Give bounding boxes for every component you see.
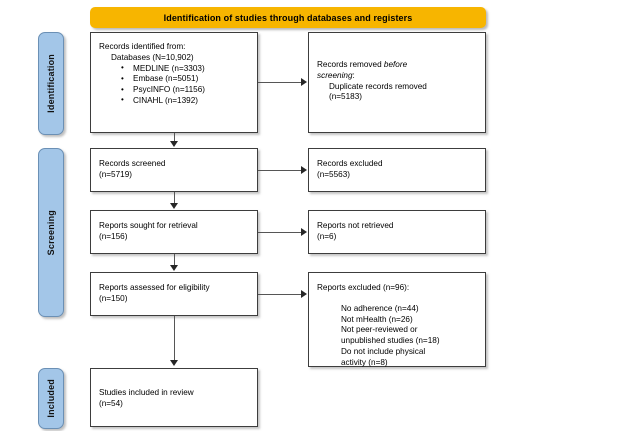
reports-sought-line2: (n=156)	[99, 231, 128, 241]
arrowhead-sought-to-not-retrieved	[301, 228, 307, 236]
connector-assessed-to-reports-excluded	[258, 294, 302, 295]
list-item: Embase (n=5051)	[121, 74, 251, 85]
records-identified-database-list: MEDLINE (n=3303) Embase (n=5051) PsycINF…	[99, 63, 251, 107]
header-banner: Identification of studies through databa…	[90, 7, 486, 28]
box-records-removed: Records removed before screening: Duplic…	[308, 32, 486, 133]
records-excluded-line2: (n=5563)	[317, 169, 351, 179]
reports-assessed-line1: Reports assessed for eligibility	[99, 283, 210, 292]
reports-not-retrieved-line2: (n=6)	[317, 231, 337, 241]
box-reports-excluded-text: Reports excluded (n=96): No adherence (n…	[317, 283, 479, 369]
box-records-screened: Records screened (n=5719)	[90, 148, 258, 192]
records-removed-line1-prefix: Records removed	[317, 60, 384, 69]
reports-excluded-reason: No adherence (n=44)	[341, 303, 419, 313]
records-removed-line2-colon: :	[352, 70, 355, 80]
studies-included-line1: Studies included in review	[99, 388, 194, 397]
list-item: CINAHL (n=1392)	[121, 95, 251, 107]
box-reports-sought-text: Reports sought for retrieval (n=156)	[99, 221, 251, 243]
box-reports-assessed: Reports assessed for eligibility (n=150)	[90, 272, 258, 316]
records-removed-line3: Duplicate records removed	[329, 81, 427, 91]
records-screened-line1: Records screened	[99, 159, 166, 168]
arrowhead-sought-to-assessed	[170, 265, 178, 271]
box-records-removed-text: Records removed before screening: Duplic…	[317, 60, 479, 103]
arrowhead-screened-to-excluded	[301, 166, 307, 174]
records-identified-line1: Records identified from:	[99, 42, 186, 51]
stage-bar-screening: Screening	[38, 148, 64, 317]
connector-identified-to-removed	[258, 82, 302, 83]
records-removed-line2-italic: screening	[317, 70, 353, 80]
records-identified-line2: Databases (N=10,902)	[111, 52, 194, 62]
records-excluded-line1: Records excluded	[317, 159, 383, 168]
box-records-identified: Records identified from: Databases (N=10…	[90, 32, 258, 133]
header-banner-label: Identification of studies through databa…	[163, 12, 413, 23]
studies-included-line2: (n=54)	[99, 398, 123, 408]
box-reports-sought: Reports sought for retrieval (n=156)	[90, 210, 258, 254]
reports-not-retrieved-line1: Reports not retrieved	[317, 221, 394, 230]
box-records-excluded-text: Records excluded (n=5563)	[317, 159, 479, 181]
box-reports-not-retrieved: Reports not retrieved (n=6)	[308, 210, 486, 254]
reports-excluded-spacer	[317, 294, 479, 304]
box-reports-assessed-text: Reports assessed for eligibility (n=150)	[99, 283, 251, 305]
arrowhead-assessed-to-included	[170, 360, 178, 366]
list-item: PsycINFO (n=1156)	[121, 85, 251, 96]
arrowhead-identified-to-removed	[301, 78, 307, 86]
arrowhead-screened-to-sought	[170, 203, 178, 209]
records-screened-line2: (n=5719)	[99, 169, 133, 179]
box-reports-not-retrieved-text: Reports not retrieved (n=6)	[317, 221, 479, 243]
reports-excluded-reason: Not mHealth (n=26)	[341, 314, 413, 324]
reports-sought-line1: Reports sought for retrieval	[99, 221, 198, 230]
box-reports-excluded: Reports excluded (n=96): No adherence (n…	[308, 272, 486, 367]
records-removed-line1-italic: before	[383, 60, 408, 69]
box-records-identified-text: Records identified from: Databases (N=10…	[99, 42, 251, 107]
stage-bar-screening-label: Screening	[46, 209, 56, 256]
box-studies-included-text: Studies included in review (n=54)	[99, 388, 251, 410]
connector-identified-to-screened	[174, 133, 175, 142]
connector-assessed-to-included	[174, 316, 175, 361]
list-item: MEDLINE (n=3303)	[121, 63, 251, 75]
box-studies-included: Studies included in review (n=54)	[90, 368, 258, 427]
reports-assessed-line2: (n=150)	[99, 293, 128, 303]
connector-screened-to-excluded	[258, 170, 302, 171]
box-records-screened-text: Records screened (n=5719)	[99, 159, 251, 181]
reports-excluded-heading: Reports excluded (n=96):	[317, 283, 410, 292]
stage-bar-included-label: Included	[46, 379, 56, 418]
reports-excluded-reason: activity (n=8)	[341, 357, 388, 367]
arrowhead-assessed-to-reports-excluded	[301, 290, 307, 298]
reports-excluded-reason: Do not include physical	[341, 346, 426, 356]
box-records-excluded: Records excluded (n=5563)	[308, 148, 486, 192]
records-removed-line4: (n=5183)	[329, 92, 363, 102]
connector-screened-to-sought	[174, 192, 175, 204]
reports-excluded-reason: unpublished studies (n=18)	[341, 336, 440, 346]
reports-excluded-reason: Not peer-reviewed or	[341, 325, 418, 335]
connector-sought-to-assessed	[174, 254, 175, 266]
stage-bar-identification: Identification	[38, 32, 64, 135]
stage-bar-included: Included	[38, 368, 64, 429]
arrowhead-identified-to-screened	[170, 141, 178, 147]
stage-bar-identification-label: Identification	[46, 54, 56, 113]
connector-sought-to-not-retrieved	[258, 232, 302, 233]
